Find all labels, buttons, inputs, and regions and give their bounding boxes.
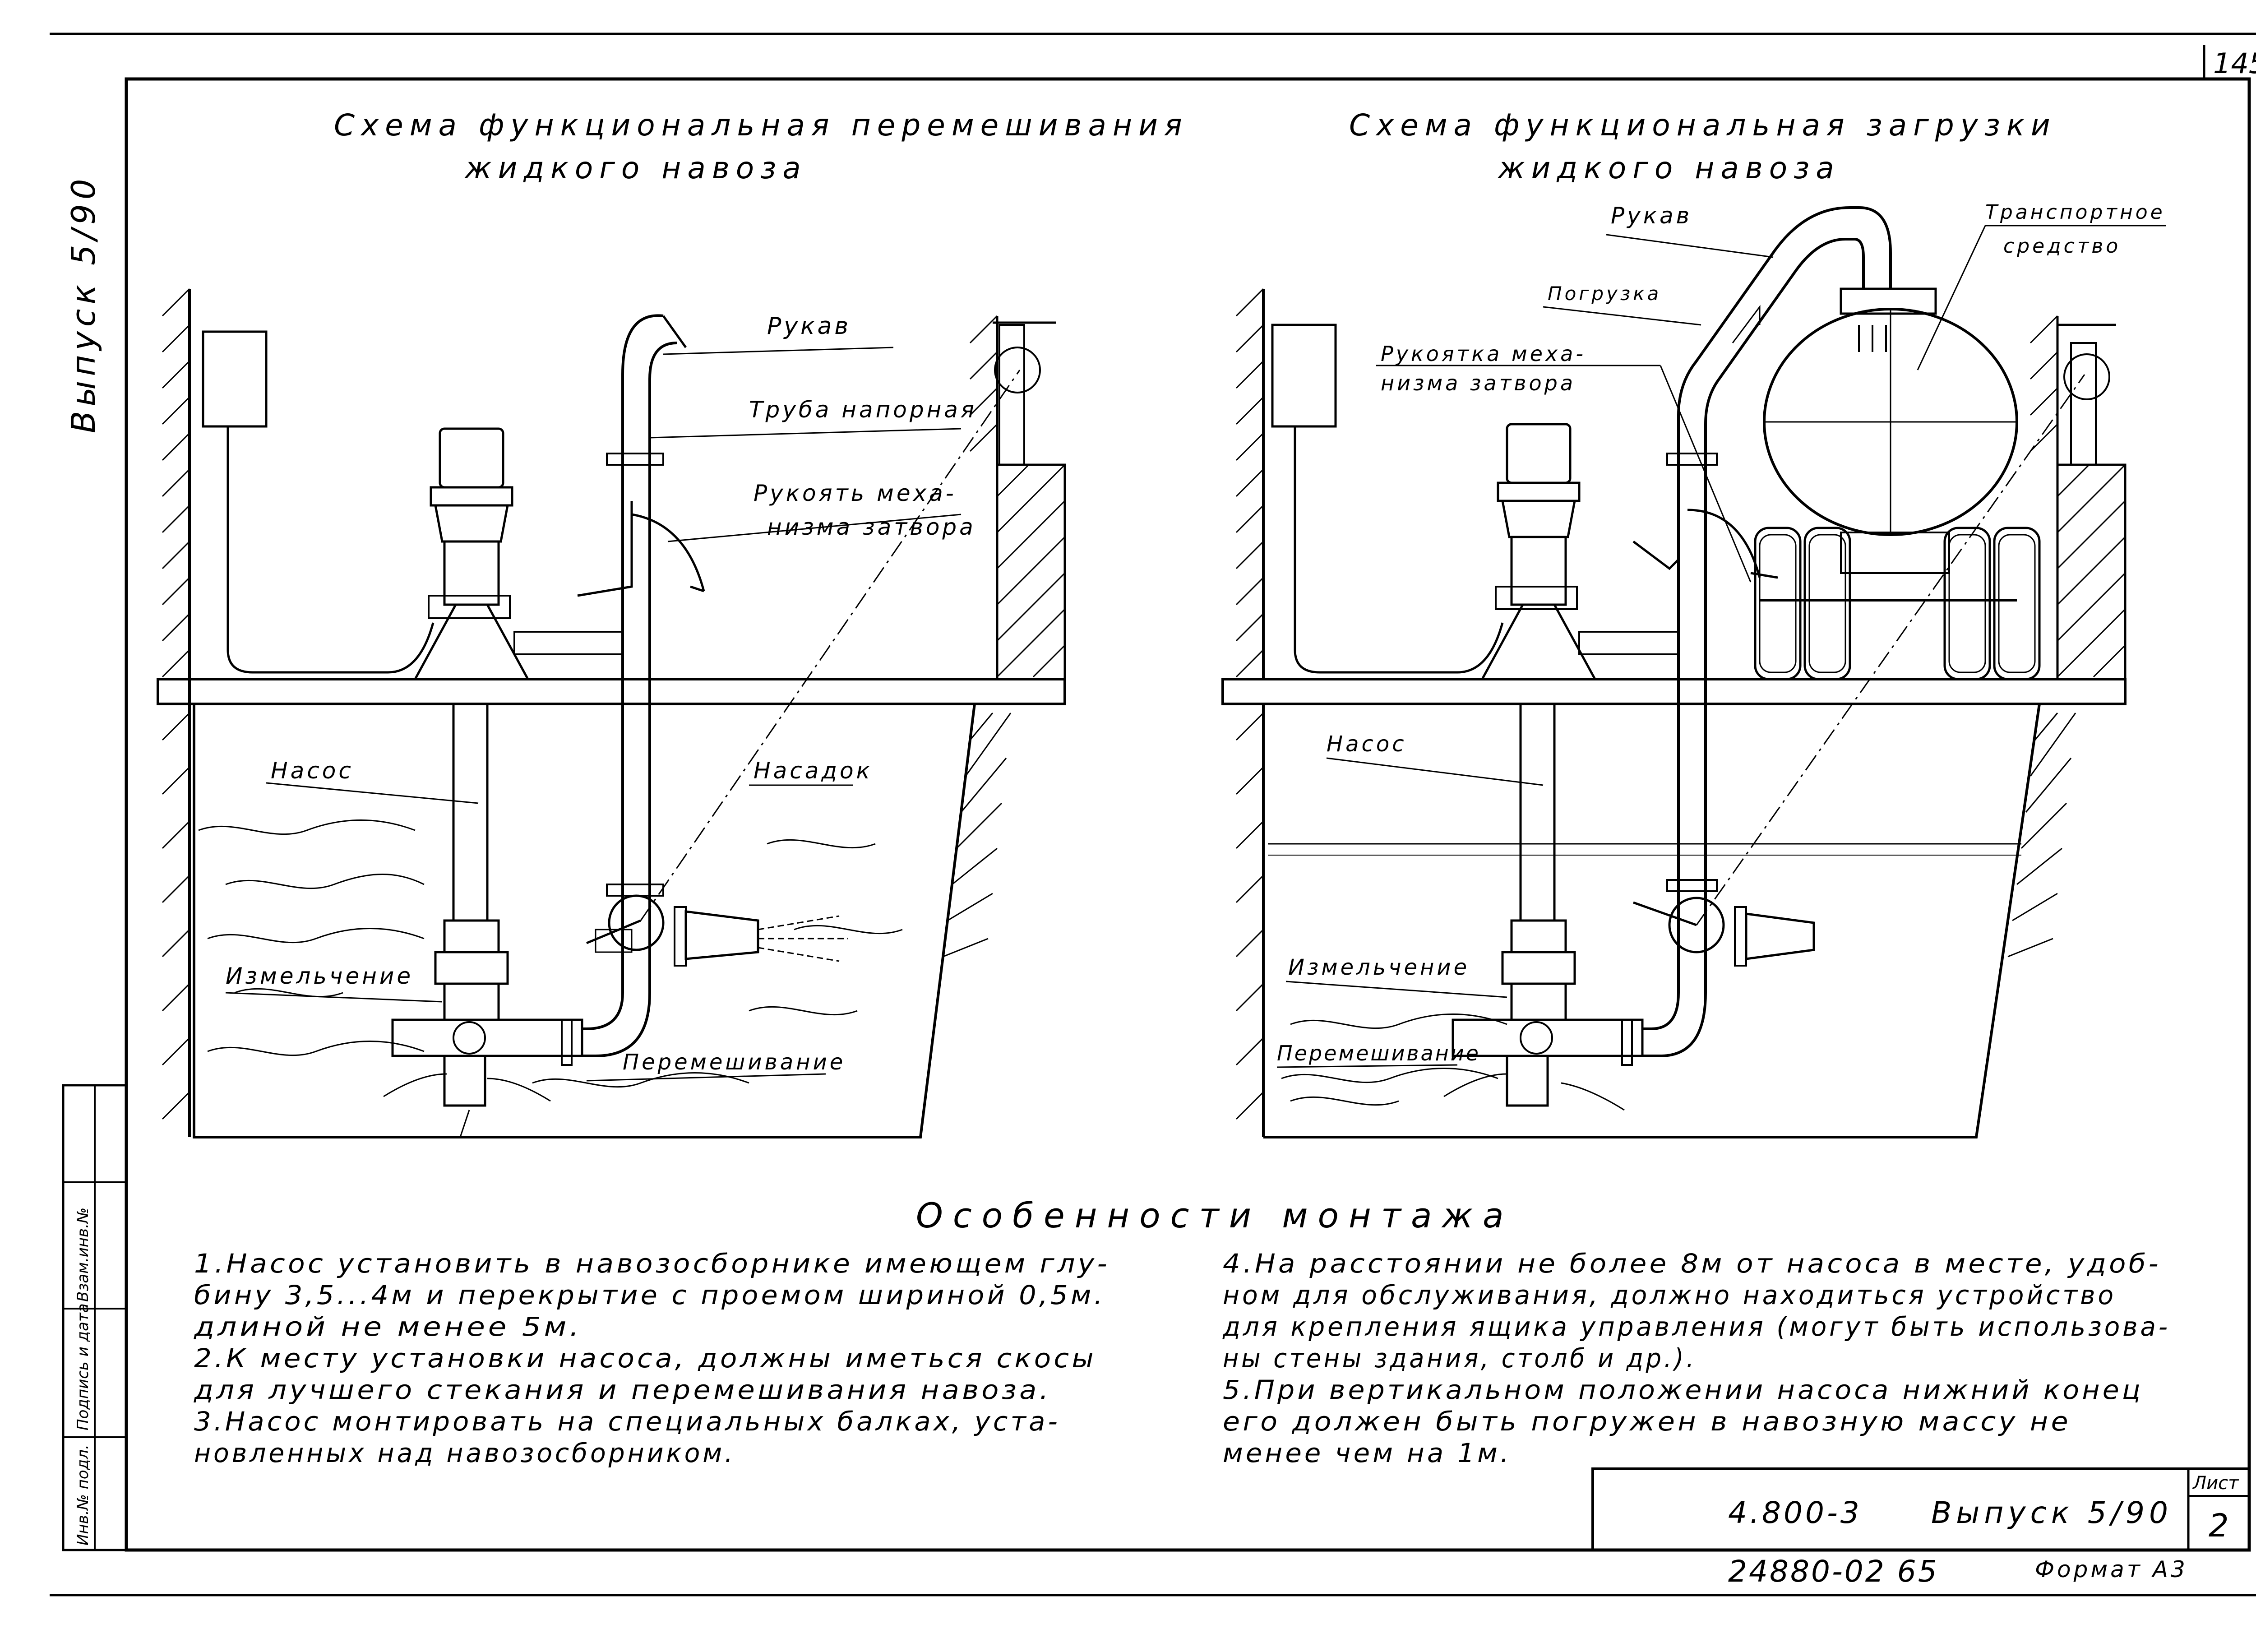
left-grinding-label: Измельчение <box>226 963 413 989</box>
left-floor-slab <box>157 678 1066 705</box>
drawing-frame <box>125 77 2251 1552</box>
title-block: 4.800-3 Выпуск 5/90 Лист 2 24880-02 65 Ф… <box>1591 1467 2251 1589</box>
right-liquid <box>1268 843 2021 1106</box>
archive-number: 24880-02 65 <box>1728 1554 1939 1589</box>
stamp-cell-1: Инв.№ подл. <box>74 1444 92 1546</box>
right-transport-vehicle <box>1754 287 2041 680</box>
right-flow-arrows <box>1443 1073 1625 1111</box>
left-handle-label-2: низма затвора <box>767 514 976 540</box>
note-right-1: 4.На расстоянии не более 8м от насоса в … <box>1223 1248 2161 1279</box>
right-transport-label-1: Транспортное <box>1985 201 2165 224</box>
right-pump-label: Насос <box>1327 731 1407 757</box>
right-loading-label: Погрузка <box>1548 282 1661 305</box>
left-handle-label-1: Рукоять меха- <box>754 480 957 506</box>
page-number: 145 <box>2213 47 2256 80</box>
left-control-box <box>202 330 435 674</box>
note-left-1: 1.Насос установить в навозосборнике имею… <box>194 1248 1110 1279</box>
right-label-mixing: Перемешивание <box>1276 1041 1480 1068</box>
right-left-wall <box>1235 288 1265 1137</box>
right-handle-label-2: низма затвора <box>1381 371 1576 395</box>
right-axis-line <box>1696 374 2085 925</box>
right-handle-label-1: Рукоятка меха- <box>1381 342 1586 366</box>
right-floor-slab <box>1221 678 2127 705</box>
left-mixing-label: Перемешивание <box>623 1050 846 1075</box>
left-label-grinding: Измельчение <box>225 963 443 1003</box>
left-right-column <box>969 315 1066 680</box>
right-discharge-pipe <box>1578 206 1892 1066</box>
left-wall <box>162 288 191 1137</box>
right-title-line2: жидкого навоза <box>1497 151 1840 185</box>
left-pump <box>391 427 583 1107</box>
left-pump-label: Насос <box>271 758 354 784</box>
left-liquid <box>198 819 903 1088</box>
left-diagram: Схема функциональная перемешивания жидко… <box>157 108 1188 1138</box>
note-right-4: ны стены здания, столб и др.). <box>1223 1343 1697 1374</box>
right-right-column <box>2029 315 2127 680</box>
left-label-nozzle: Насадок <box>749 758 873 786</box>
left-label-pressure-pipe: Труба напорная <box>649 397 977 439</box>
note-left-4: 2.К месту установки насоса, должны иметь… <box>194 1343 1096 1374</box>
stamp-cell-2: Подпись и дата <box>74 1303 92 1430</box>
right-mixing-label: Перемешивание <box>1277 1041 1480 1065</box>
right-label-handle: Рукоятка меха- низма затвора <box>1376 342 1752 583</box>
side-stamp: Инв.№ подл. Подпись и дата Взам.инв.№ <box>62 1084 128 1551</box>
note-left-5: для лучшего стекания и перемешивания нав… <box>194 1374 1051 1405</box>
left-handle <box>577 501 705 597</box>
right-tank <box>1263 703 2041 1138</box>
left-label-mixing: Перемешивание <box>586 1050 846 1082</box>
note-right-3: для крепления ящика управления (могут бы… <box>1222 1311 2170 1342</box>
right-label-pump: Насос <box>1326 731 1544 786</box>
left-label-pump: Насос <box>266 758 479 804</box>
note-left-2: бину 3,5...4м и перекрытие с проемом шир… <box>194 1280 1105 1310</box>
right-transport-label-2: средство <box>2003 235 2121 258</box>
page-number-box: 145 <box>2203 45 2256 80</box>
sheet-trim-lines <box>50 32 2256 1596</box>
note-right-6: его должен быть погружен в навозную масс… <box>1223 1406 2071 1437</box>
left-label-handle: Рукоять меха- низма затвора <box>667 480 976 542</box>
title-sheet-label: Лист <box>2192 1473 2239 1494</box>
side-label: Выпуск 5/90 <box>65 174 102 433</box>
left-label-hose: Рукав <box>663 313 894 355</box>
notes: Особенности монтажа 1.Насос установить в… <box>194 1195 2170 1468</box>
title-code: 4.800-3 <box>1728 1495 1862 1530</box>
right-label-grinding: Измельчение <box>1285 955 1507 998</box>
note-right-2: ном для обслуживания, должно находиться … <box>1223 1280 2116 1310</box>
note-left-7: новленных над навозосборником. <box>194 1438 735 1468</box>
left-hose-label: Рукав <box>767 313 851 340</box>
right-hose-label: Рукав <box>1611 203 1692 229</box>
note-right-7: менее чем на 1м. <box>1223 1438 1512 1468</box>
note-left-6: 3.Насос монтировать на специальных балка… <box>194 1406 1060 1437</box>
left-title-line1: Схема функциональная перемешивания <box>334 108 1188 143</box>
left-discharge-pipe <box>513 314 848 1066</box>
title-issue: Выпуск 5/90 <box>1931 1495 2173 1530</box>
title-sheet-no: 2 <box>2209 1507 2229 1544</box>
notes-heading: Особенности монтажа <box>916 1195 1514 1236</box>
right-label-hose: Рукав <box>1606 203 1774 258</box>
note-left-3: длиной не менее 5м. <box>194 1311 582 1342</box>
right-title-line1: Схема функциональная загрузки <box>1349 108 2057 143</box>
right-label-loading: Погрузка <box>1543 282 1701 326</box>
left-flow-arrows <box>383 1073 551 1138</box>
right-diagram: Схема функциональная загрузки жидкого на… <box>1221 108 2166 1138</box>
left-title-line2: жидкого навоза <box>464 151 807 185</box>
right-grinding-label: Измельчение <box>1288 955 1470 980</box>
right-pump <box>1452 423 1644 1107</box>
left-axis-line <box>640 370 1021 921</box>
stamp-cell-3: Взам.инв.№ <box>74 1208 92 1302</box>
right-control-box <box>1271 324 1504 674</box>
note-right-5: 5.При вертикальном положении насоса нижн… <box>1223 1374 2143 1405</box>
right-label-transport: Транспортное средство <box>1917 201 2166 370</box>
sheet-format: Формат А3 <box>2035 1556 2188 1583</box>
left-pressure-pipe-label: Труба напорная <box>749 397 977 423</box>
left-nozzle-label: Насадок <box>754 758 873 784</box>
